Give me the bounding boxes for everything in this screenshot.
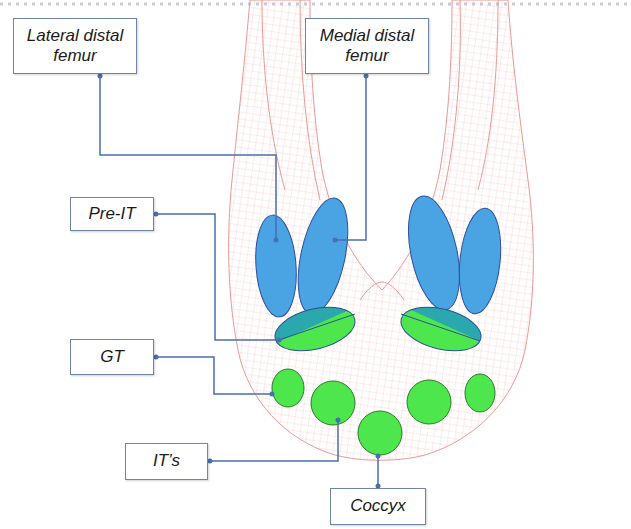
wireframe-body xyxy=(229,0,534,460)
label-text: GT xyxy=(100,347,124,367)
label-box: GT xyxy=(70,339,154,375)
label-text: Lateral distal femur xyxy=(20,26,130,67)
pre-it-outline xyxy=(270,300,359,359)
leader-dot xyxy=(98,74,381,489)
leader-line xyxy=(100,74,378,488)
label-box: IT’s xyxy=(125,443,208,480)
pre-it-divider xyxy=(401,314,480,341)
pre-it-outline xyxy=(396,300,485,359)
label-text: Pre-IT xyxy=(88,204,135,224)
label-box: Lateral distal femur xyxy=(13,18,137,74)
label-box: Medial distal femur xyxy=(305,18,429,74)
pressure-zone xyxy=(252,191,505,318)
label-box: Coccyx xyxy=(330,488,426,525)
pre-it-zone xyxy=(380,290,500,370)
top-border xyxy=(0,3,631,6)
label-text: Medial distal femur xyxy=(312,26,422,67)
label-box: Pre-IT xyxy=(70,197,154,231)
bony-prominence xyxy=(272,369,495,455)
label-text: Coccyx xyxy=(350,496,406,516)
pre-it-divider xyxy=(276,314,355,341)
pre-it-zone xyxy=(260,290,380,370)
label-text: IT’s xyxy=(153,451,180,471)
